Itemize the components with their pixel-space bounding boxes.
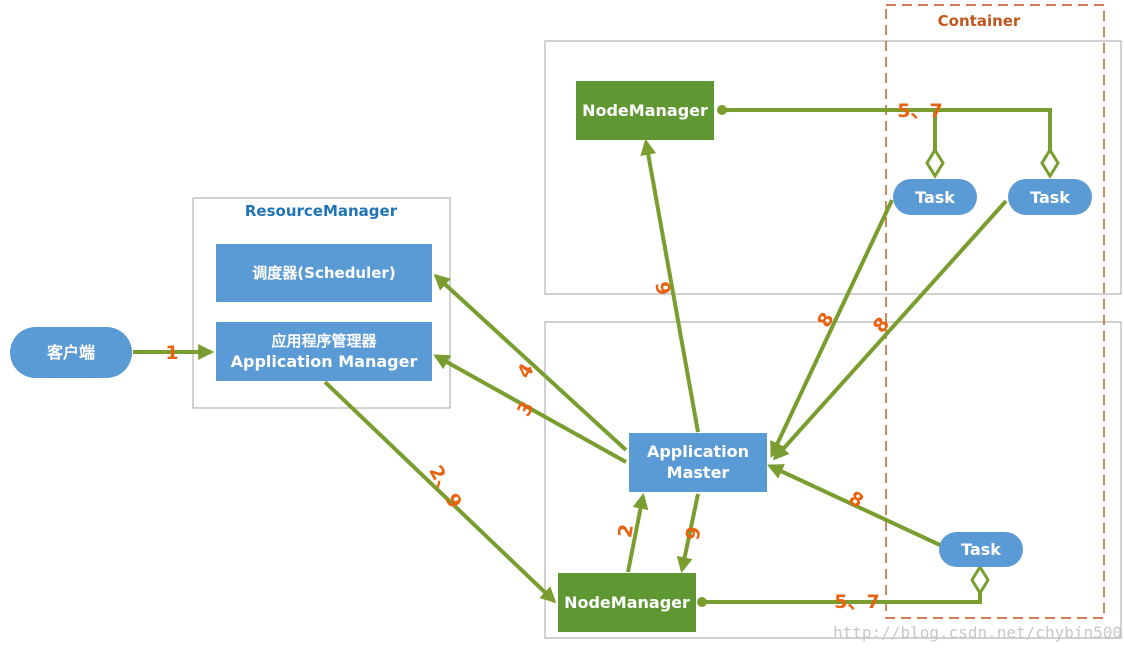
application-manager-box [216,322,432,381]
resource-manager-title: ResourceManager [245,202,398,220]
arrows [133,138,1008,604]
arrow-8-task3 [767,464,941,547]
arrow-6-top [640,138,700,433]
application-master-label-2: Master [667,463,730,482]
task-label-2: Task [1030,188,1070,207]
connector-dot-top [717,105,727,115]
task-node-1 [893,179,977,215]
node-manager-bottom-box [558,573,696,632]
top-node-frame [544,40,1122,295]
connector-top-nm-tasks [722,108,1052,152]
connector-bottom-nm-task [702,593,982,604]
step-6-bottom: 6 [680,525,704,542]
diamond-task-3 [970,564,990,596]
container-frame [885,4,1105,619]
step-1: 1 [165,342,178,364]
arrow-8-task1 [770,199,894,458]
arrow-4 [433,273,628,452]
scheduler-box [216,244,432,302]
step-8-b: 8 [869,313,894,337]
task-node-3 [939,532,1023,567]
node-manager-top-box [576,81,714,140]
client-node [10,327,132,378]
scheduler-label: 调度器(Scheduler) [252,264,395,282]
arrow-2-bottom [626,492,649,573]
node-manager-top-label: NodeManager [582,101,708,120]
application-master-box [629,433,767,492]
application-master-label-1: Application [647,442,749,461]
step-5-7-top: 5、7 [897,100,942,122]
watermark: http://blog.csdn.net/chybin500 [833,623,1122,642]
diamond-task-1 [925,147,945,179]
arrow-3 [433,354,627,464]
application-manager-label-2: Application Manager [231,352,418,371]
task-label-3: Task [961,540,1001,559]
step-6-top: 6 [652,280,676,297]
connector-lines [702,108,1052,604]
application-manager-label-1: 应用程序管理器 [271,332,377,350]
connector-dot-bottom [697,597,707,607]
client-label: 客户端 [47,343,95,362]
step-3: 3 [513,398,539,420]
step-2-bottom: 2 [614,523,638,540]
container-title: Container [938,12,1021,30]
step-8-a: 8 [813,309,839,331]
arrow-6-bottom [676,493,700,574]
node-manager-bottom-label: NodeManager [564,593,690,612]
step-4: 4 [513,360,539,382]
task-label-1: Task [915,188,955,207]
task-node-2 [1008,179,1092,215]
step-2-9: 2、9 [424,462,466,512]
arrow-8-task2 [772,199,1008,461]
resource-manager-frame [192,197,451,409]
diamond-task-2 [1040,147,1060,179]
step-5-7-bottom: 5、7 [834,591,879,613]
arrow-2-9 [323,380,557,604]
